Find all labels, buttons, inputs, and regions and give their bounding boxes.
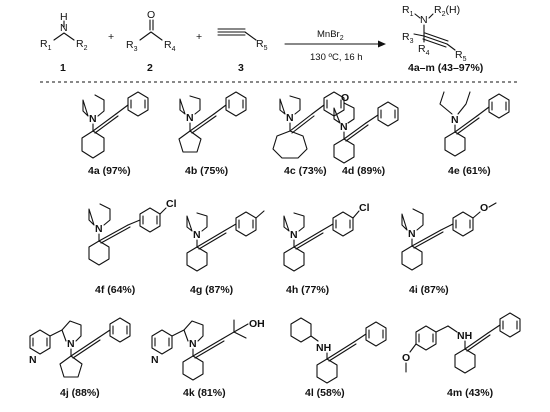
- compound-4i: N O 4i (87%): [401, 202, 497, 296]
- compound-label-4a: 4a (97%): [88, 165, 131, 177]
- chloro-atom: Cl: [359, 202, 370, 214]
- product-r4-label: R4: [418, 43, 430, 57]
- compound-label-4c: 4c (73%): [284, 165, 327, 177]
- amine-n-atom: N: [408, 228, 416, 240]
- product-r2h-label: R2(H): [434, 4, 460, 18]
- methoxy-o-atom: O: [402, 352, 410, 364]
- chloro-atom: Cl: [166, 198, 177, 210]
- amine-h-atom: H: [60, 11, 68, 23]
- amine-n-atom: N: [95, 223, 103, 235]
- reactant-number-3: 3: [238, 62, 244, 74]
- amine-nh-atom: NH: [316, 342, 331, 354]
- compound-label-4e: 4e (61%): [448, 165, 491, 177]
- compound-4f: N Cl 4f (64%): [88, 198, 177, 296]
- pyridine-n-atom: N: [151, 354, 159, 366]
- compound-4g: N 4g (87%): [186, 210, 265, 296]
- product-range-label: 4a–m (43–97%): [408, 62, 483, 74]
- compound-label-4m: 4m (43%): [447, 387, 493, 399]
- ketone-o-atom: O: [147, 9, 155, 21]
- amine-n-atom: N: [186, 112, 194, 124]
- product-r1-label: R1: [402, 4, 414, 18]
- compound-label-4h: 4h (77%): [286, 284, 329, 296]
- compound-label-4j: 4j (88%): [60, 387, 100, 399]
- amine-n-atom: N: [67, 338, 75, 350]
- amine-r2-label: R2: [76, 38, 88, 52]
- ketone-r3-label: R3: [126, 39, 138, 53]
- compound-4e: N 4e (61%): [439, 91, 510, 177]
- ketone-r4-label: R4: [164, 39, 176, 53]
- amine-nh-atom: NH: [457, 330, 472, 342]
- product-r5-label: R5: [455, 49, 467, 63]
- compound-4m: O NH 4m (43%): [402, 312, 521, 399]
- reactant-ketone: O R3 R4 2: [126, 9, 176, 74]
- reactant-number-2: 2: [147, 62, 153, 74]
- amine-n-atom: N: [340, 121, 348, 133]
- product-n-atom: N: [420, 14, 428, 26]
- plus-sign-2: +: [196, 31, 202, 43]
- amine-r1-label: R1: [40, 38, 52, 52]
- morpholine-o-atom: O: [341, 92, 349, 104]
- product-r3-label: R3: [402, 31, 414, 45]
- amine-n-atom: N: [60, 22, 68, 34]
- amine-n-atom: N: [89, 113, 97, 125]
- pyridine-n-atom: N: [29, 354, 37, 366]
- alkyne-r5-label: R5: [256, 38, 268, 52]
- compound-label-4f: 4f (64%): [95, 284, 135, 296]
- amine-n-atom: N: [189, 338, 197, 350]
- product-general: R1 N R2(H) R3 R4 R5 4a–m (43–97%): [402, 4, 483, 74]
- catalyst-label: MnBr2: [317, 29, 344, 42]
- compound-4a: N 4a (97%): [81, 91, 149, 177]
- plus-sign-1: +: [108, 31, 114, 43]
- compound-4j: N N 4j (88%): [29, 317, 131, 399]
- compound-label-4i: 4i (87%): [409, 284, 449, 296]
- compound-4b: N 4b (75%): [178, 91, 247, 177]
- amine-n-atom: N: [451, 114, 459, 126]
- compound-4h: N Cl 4h (77%): [283, 202, 370, 296]
- compound-label-4g: 4g (87%): [190, 284, 233, 296]
- compound-4l: NH 4l (58%): [290, 317, 387, 399]
- amine-n-atom: N: [193, 229, 201, 241]
- reactant-alkyne: R5 3: [217, 28, 268, 74]
- compound-4c: N 4c (73%): [272, 91, 345, 177]
- compound-label-4l: 4l (58%): [305, 387, 345, 399]
- amine-n-atom: N: [290, 229, 298, 241]
- general-scheme: H N R1 R2 1 + O R3 R4 2 + R5 3: [40, 4, 483, 74]
- compound-label-4d: 4d (89%): [342, 165, 385, 177]
- reaction-arrow: MnBr2 130 ºC, 16 h: [284, 29, 386, 63]
- compound-label-4b: 4b (75%): [185, 165, 228, 177]
- compound-4k: N N OH 4k (81%): [151, 318, 265, 399]
- amine-n-atom: N: [286, 112, 294, 124]
- compound-4d: O N 4d (89%): [333, 92, 399, 177]
- reactant-amine: H N R1 R2 1: [40, 11, 88, 74]
- compound-label-4k: 4k (81%): [183, 387, 226, 399]
- reactant-number-1: 1: [60, 62, 66, 74]
- conditions-label: 130 ºC, 16 h: [310, 52, 363, 63]
- methoxy-o-atom: O: [480, 202, 488, 214]
- hydroxyl-label: OH: [249, 318, 265, 330]
